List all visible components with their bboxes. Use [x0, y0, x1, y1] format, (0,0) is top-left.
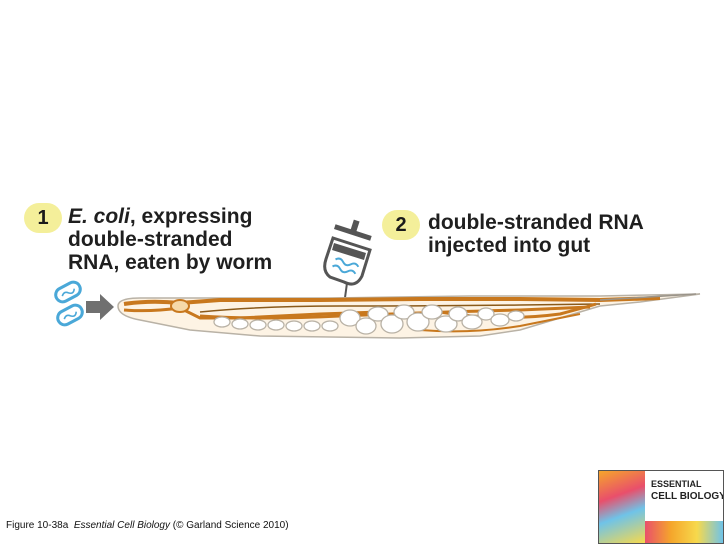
bacteria-icon — [54, 280, 84, 327]
book-cover-art — [599, 471, 645, 543]
step-2-number: 2 — [395, 213, 407, 236]
book-cover-art-bottom — [645, 521, 723, 543]
step-2-text: double-stranded RNA injected into gut — [428, 211, 644, 257]
book-logo-line-2: CELL BIOLOGY — [651, 491, 724, 502]
cells-cluster — [213, 304, 525, 335]
caption-book: Essential Cell Biology — [73, 520, 170, 531]
step-1-rest: , expressing — [129, 205, 253, 228]
caption-figure: Figure 10-38a — [6, 520, 69, 531]
step-1-line-2: double-stranded — [68, 228, 233, 251]
book-cover-logo: ESSENTIAL CELL BIOLOGY — [598, 470, 724, 544]
step-2-badge: 2 — [382, 210, 420, 240]
arrow-right-icon — [86, 294, 114, 320]
syringe-icon — [323, 219, 372, 306]
step-1-italic: E. coli — [68, 205, 130, 228]
step-1-line-1: E. coli, expressing — [68, 205, 272, 228]
step-1-badge: 1 — [24, 203, 62, 233]
book-logo-line-1: ESSENTIAL — [651, 479, 702, 489]
step-1-line-3: RNA, eaten by worm — [68, 251, 273, 274]
step-1-number: 1 — [37, 206, 49, 229]
step-2-line-1: double-stranded RNA — [428, 211, 644, 234]
caption-rights: (© Garland Science 2010) — [172, 520, 289, 531]
step-1-text: E. coli, expressing double-stranded RNA,… — [68, 205, 272, 274]
figure-caption: Figure 10-38a Essential Cell Biology (© … — [6, 520, 289, 531]
step-2-line-2: injected into gut — [428, 234, 591, 257]
